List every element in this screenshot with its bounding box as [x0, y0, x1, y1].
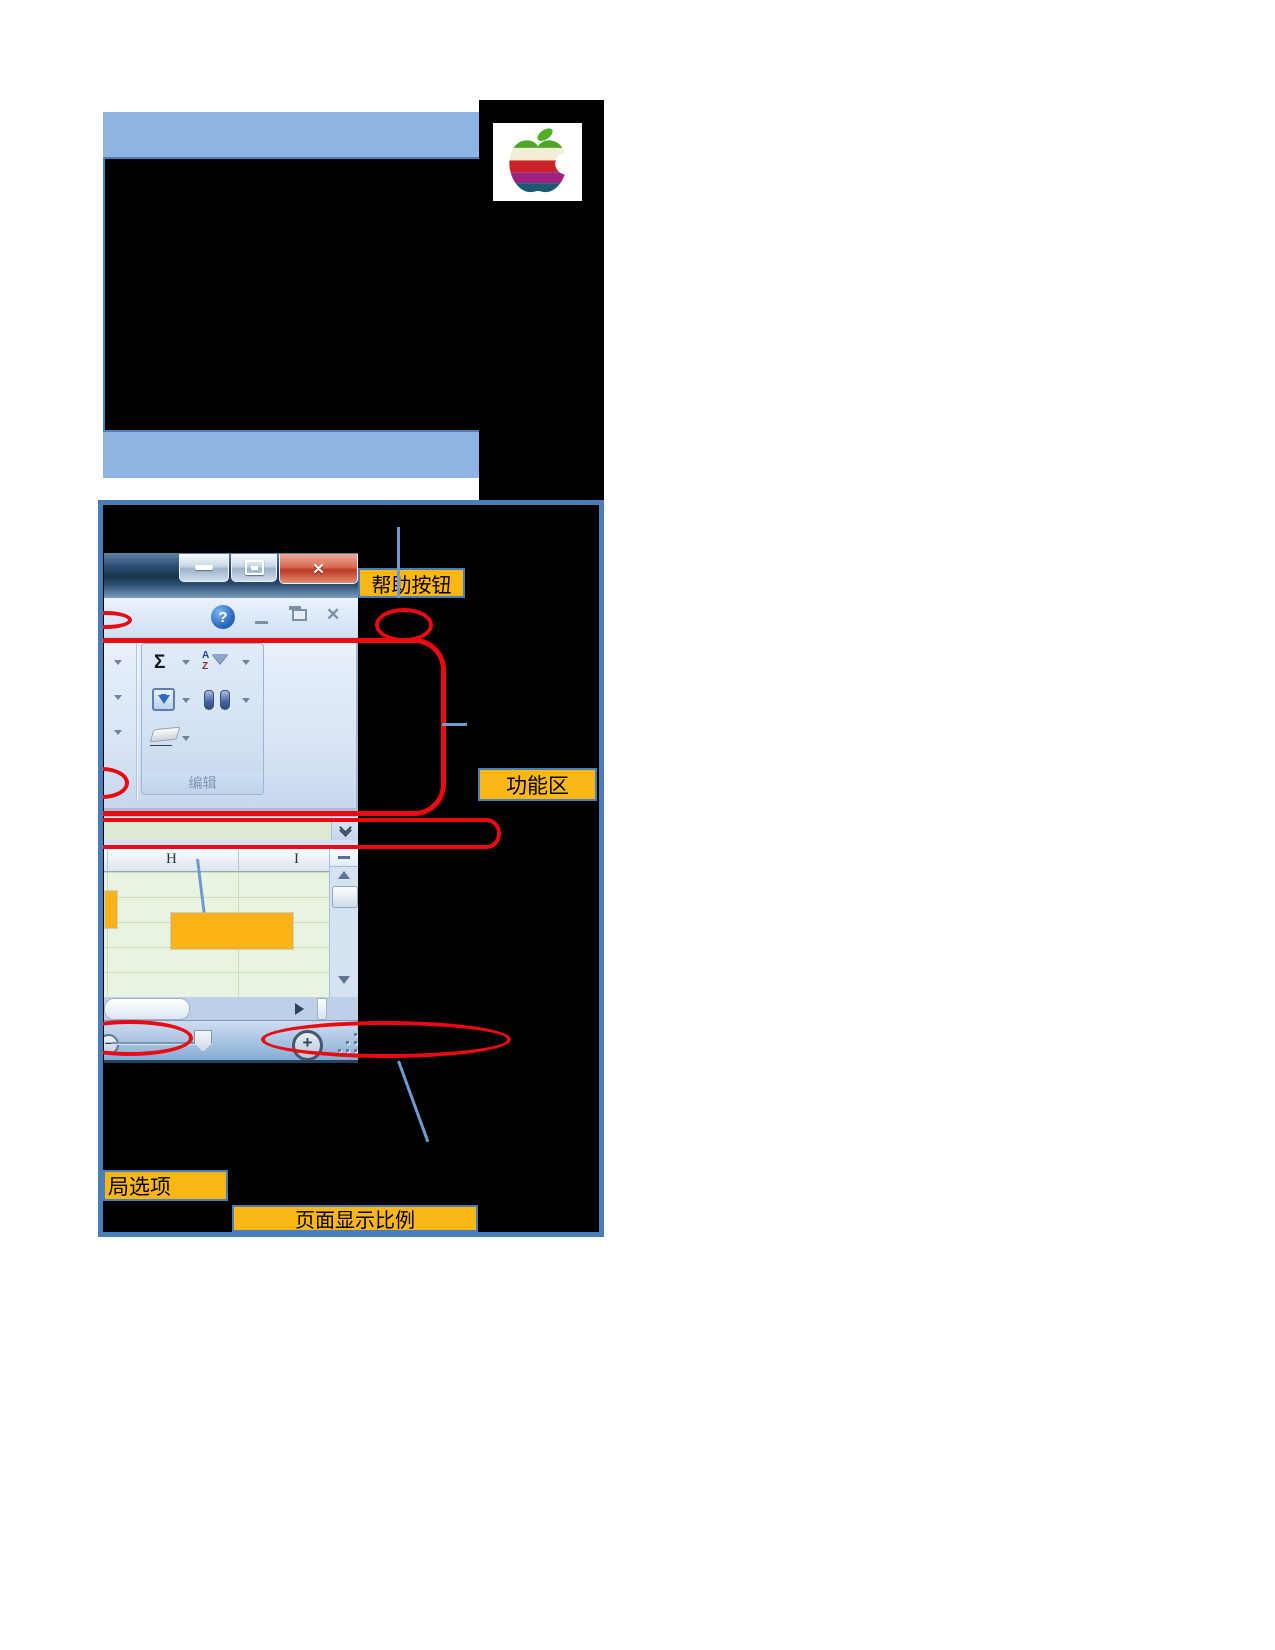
- formula-bar[interactable]: [104, 817, 358, 840]
- editing-group-label: 编辑: [142, 773, 263, 794]
- red-ellipse-annotation: [375, 608, 433, 642]
- slide-black-area: [103, 157, 482, 432]
- dropdown-arrow-icon[interactable]: [114, 730, 122, 735]
- dropdown-arrow-icon[interactable]: [242, 698, 250, 703]
- highlight-box: [170, 912, 294, 950]
- restore-button[interactable]: [231, 554, 277, 582]
- label-help-button: 帮助按钮: [358, 568, 465, 598]
- close-icon[interactable]: ✕: [326, 605, 341, 624]
- slide-header-band: [103, 112, 480, 157]
- label-layout-options: 局选项: [103, 1170, 228, 1201]
- horizontal-scrollbar[interactable]: [104, 997, 358, 1020]
- label-page-zoom: 页面显示比例: [232, 1205, 478, 1232]
- column-separator: [107, 850, 108, 870]
- red-ellipse-annotation: [261, 1021, 511, 1058]
- label-ribbon: 功能区: [478, 768, 597, 801]
- apple-logo-icon: [508, 128, 577, 193]
- dropdown-arrow-icon[interactable]: [182, 698, 190, 703]
- eraser-underline: [150, 745, 172, 746]
- worksheet-grid[interactable]: [104, 872, 358, 997]
- dropdown-arrow-icon[interactable]: [242, 660, 250, 665]
- formula-bar-expand-button[interactable]: [331, 817, 358, 840]
- column-header-i[interactable]: I: [294, 851, 299, 867]
- autosum-icon[interactable]: Σ: [154, 652, 166, 673]
- gridline: [107, 872, 108, 997]
- scroll-up-icon[interactable]: [338, 871, 350, 879]
- red-rectangle-annotation: [103, 818, 501, 849]
- editing-group: Σ A Z 编辑: [141, 643, 264, 795]
- callout-line: [397, 527, 400, 598]
- red-ellipse-annotation: [103, 1020, 193, 1056]
- highlight-box: [104, 890, 118, 929]
- outer-titlebar: ✕: [104, 553, 358, 598]
- column-separator: [238, 850, 239, 870]
- sort-a-glyph: A: [202, 650, 210, 661]
- scrollbar-thumb[interactable]: [104, 998, 190, 1020]
- find-select-icon[interactable]: [204, 690, 230, 710]
- excel-titlebar: ? ✕: [104, 598, 358, 637]
- help-icon: ?: [218, 608, 228, 626]
- split-handle[interactable]: [330, 848, 358, 867]
- red-rectangle-annotation: [103, 638, 446, 816]
- red-ellipse-annotation: [103, 611, 132, 629]
- annotated-screenshot-panel: ✕ ? ✕ Σ A Z: [98, 500, 604, 1237]
- scroll-down-icon[interactable]: [338, 976, 350, 984]
- minimize-icon: [195, 565, 213, 570]
- sort-z-glyph: Z: [202, 661, 209, 672]
- apple-logo: [493, 123, 582, 201]
- window-controls: ✕: [177, 554, 358, 584]
- dropdown-arrow-icon[interactable]: [182, 660, 190, 665]
- sort-filter-icon[interactable]: A Z: [202, 650, 236, 678]
- minimize-button[interactable]: [179, 554, 229, 582]
- restore-icon: [244, 560, 264, 575]
- scrollbar-thumb[interactable]: [332, 886, 358, 908]
- dropdown-arrow-icon[interactable]: [114, 695, 122, 700]
- column-header-h[interactable]: H: [166, 851, 177, 867]
- tab-split-handle[interactable]: [317, 998, 327, 1020]
- group-separator: [136, 640, 137, 800]
- callout-line: [442, 723, 467, 726]
- fill-down-icon[interactable]: [152, 688, 175, 711]
- dropdown-arrow-icon[interactable]: [182, 736, 190, 741]
- zoom-slider-thumb[interactable]: [194, 1030, 212, 1052]
- excel-screenshot: ✕ ? ✕ Σ A Z: [104, 553, 358, 1063]
- vertical-scrollbar[interactable]: [329, 848, 358, 997]
- filter-funnel-glyph: [212, 654, 228, 664]
- column-headers[interactable]: H I: [104, 848, 358, 913]
- callout-line: [397, 1060, 430, 1143]
- minimize-icon[interactable]: [255, 621, 268, 624]
- ribbon: Σ A Z 编辑: [104, 637, 358, 808]
- slide-footer-band: [103, 432, 479, 478]
- close-icon: ✕: [312, 560, 325, 578]
- help-button[interactable]: ?: [211, 605, 235, 629]
- restore-icon[interactable]: [289, 606, 307, 621]
- scroll-right-icon[interactable]: [295, 1003, 304, 1015]
- close-button[interactable]: ✕: [279, 554, 358, 584]
